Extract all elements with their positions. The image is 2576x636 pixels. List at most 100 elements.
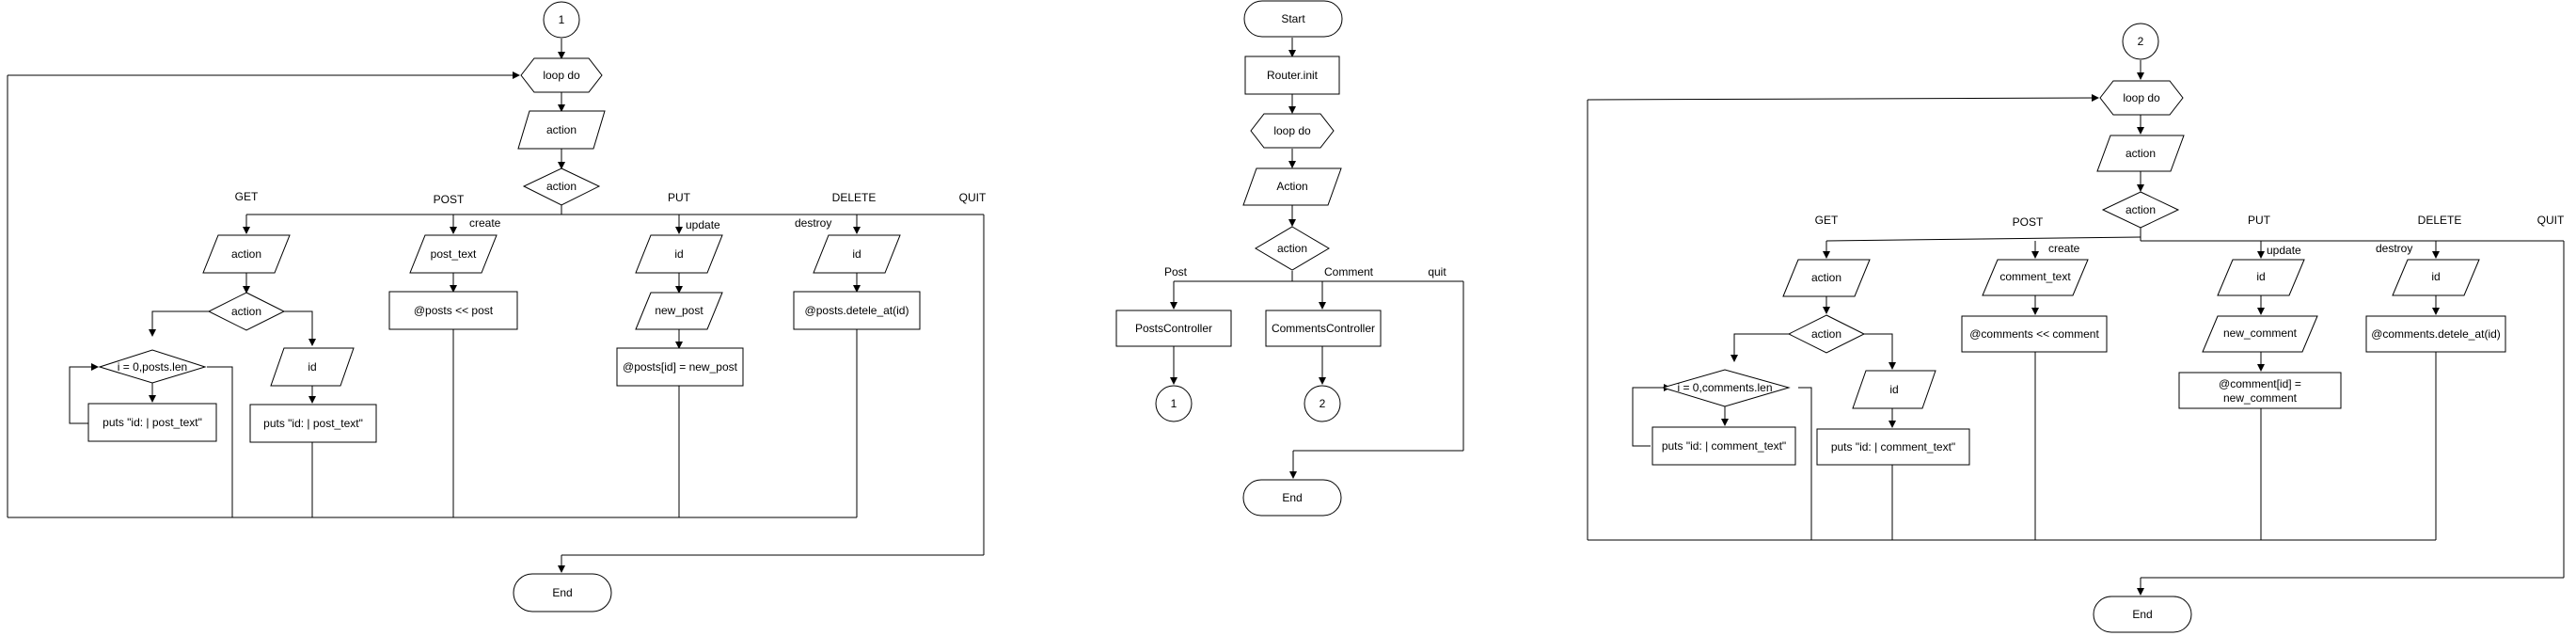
main-start-node: Start (1243, 0, 1343, 38)
main-connector-comments-label: 2 (1320, 397, 1326, 410)
comments-get-id-label: id (1889, 383, 1898, 396)
main-connector-posts-label: 1 (1171, 397, 1177, 410)
comments-loop-node: loop do (2099, 80, 2184, 116)
comments-delete-process-label: @comments.detele_at(id) (2371, 327, 2501, 341)
comments-post-input-node: comment_text (1982, 259, 2089, 296)
comments-label-create: create (2048, 242, 2080, 255)
main-input-label: Action (1276, 180, 1307, 193)
posts-connector-label: 1 (559, 13, 565, 26)
posts-get-id-node: id (270, 347, 355, 387)
comments-puts-all-node: puts "id: | comment_text" (1651, 426, 1796, 466)
comments-put-process-label-line2: new_comment (2223, 391, 2298, 405)
comments-end-label: End (2132, 608, 2152, 621)
comments-decision-label: action (2126, 203, 2156, 216)
comments-post-input-label: comment_text (1999, 270, 2071, 283)
comments-input-label: action (2126, 147, 2156, 160)
posts-loop-label: loop do (543, 69, 580, 82)
posts-post-process-node: @posts << post (388, 291, 518, 330)
posts-decision-label: action (546, 180, 577, 193)
posts-get-input-node: action (202, 234, 291, 274)
posts-get-input-label: action (231, 247, 261, 261)
comments-post-process-label: @comments << comment (1969, 327, 2099, 341)
posts-branch-quit: QUIT (959, 191, 987, 204)
main-label-quit: quit (1428, 265, 1446, 278)
posts-loop-node: loop do (520, 57, 603, 93)
comments-branch-quit: QUIT (2537, 214, 2565, 227)
posts-puts-one-node: puts "id: | post_text" (249, 404, 377, 443)
posts-put-process-node: @posts[id] = new_post (616, 347, 744, 387)
comments-branch-delete: DELETE (2418, 214, 2462, 227)
main-connector-posts: 1 (1155, 385, 1193, 422)
main-loop-node: loop do (1250, 113, 1335, 149)
comments-branch-get: GET (1815, 214, 1839, 227)
main-init-label: Router.init (1267, 69, 1319, 82)
comments-label-destroy: destroy (2376, 242, 2412, 255)
posts-connector: 1 (543, 1, 580, 39)
main-comments-controller-label: CommentsController (1272, 322, 1375, 335)
posts-get-decision-label: action (231, 305, 261, 318)
posts-puts-one-label: puts "id: | post_text" (263, 417, 363, 430)
posts-get-id-label: id (308, 360, 316, 374)
posts-post-input-label: post_text (431, 247, 477, 261)
comments-input-node: action (2096, 135, 2185, 172)
comments-decision-node: action (2101, 191, 2180, 229)
posts-end-label: End (552, 586, 572, 599)
posts-label-destroy: destroy (795, 216, 831, 230)
main-start-label: Start (1281, 12, 1305, 25)
comments-puts-all-label: puts "id: | comment_text" (1662, 439, 1786, 453)
comments-get-decision-label: action (1811, 327, 1841, 341)
comments-put-process-node: @comment[id] = new_comment (2178, 372, 2342, 409)
comments-put-input-label: new_comment (2223, 326, 2298, 340)
comments-loop-label: loop do (2123, 91, 2160, 104)
main-decision-node: action (1255, 226, 1330, 271)
posts-input-label: action (546, 123, 577, 136)
comments-put-input-node: new_comment (2202, 315, 2318, 353)
main-init-node: Router.init (1244, 56, 1340, 95)
posts-put-input-node: new_post (635, 292, 723, 330)
posts-put-process-label: @posts[id] = new_post (623, 360, 738, 374)
main-connector-comments: 2 (1304, 385, 1341, 422)
main-end-label: End (1282, 491, 1302, 504)
main-decision-label: action (1277, 242, 1307, 255)
main-edges (1170, 38, 1464, 479)
posts-put-input-label: new_post (655, 304, 703, 317)
comments-branch-put: PUT (2248, 214, 2271, 227)
posts-put-id-node: id (635, 234, 723, 274)
comments-post-process-node: @comments << comment (1961, 315, 2108, 353)
posts-branch-post: POST (434, 193, 465, 206)
comments-delete-id-node: id (2392, 259, 2480, 296)
comments-puts-one-node: puts "id: | comment_text" (1816, 428, 1970, 466)
posts-get-decision-node: action (207, 292, 286, 331)
comments-put-process-label-line1: @comment[id] = (2219, 377, 2301, 390)
posts-input-node: action (517, 110, 606, 150)
comments-end-node: End (2093, 596, 2192, 633)
posts-edges (7, 39, 985, 573)
posts-branch-delete: DELETE (832, 191, 877, 204)
comments-delete-process-node: @comments.detele_at(id) (2365, 315, 2506, 353)
main-label-post: Post (1164, 265, 1188, 278)
comments-connector-label: 2 (2138, 35, 2144, 48)
comments-delete-id-label: id (2431, 270, 2440, 283)
comments-for-node: i = 0,comments.len (1661, 369, 1791, 407)
posts-puts-all-node: puts "id: | post_text" (87, 403, 217, 442)
posts-post-process-label: @posts << post (414, 304, 494, 317)
comments-get-decision-node: action (1787, 314, 1866, 354)
posts-delete-id-label: id (852, 247, 861, 261)
posts-branch-get: GET (235, 190, 259, 203)
main-flow: Start Router.init loop do Action action … (1115, 0, 1464, 517)
comments-flow: 2 loop do action action GET POST PUT DEL… (1587, 23, 2565, 633)
posts-end-node: End (513, 573, 612, 612)
posts-for-label: i = 0,posts.len (118, 360, 187, 374)
posts-for-node: i = 0,posts.len (98, 349, 207, 384)
posts-post-input-node: post_text (409, 234, 498, 274)
posts-decision-node: action (522, 167, 601, 206)
posts-put-id-label: id (674, 247, 683, 261)
comments-put-id-node: id (2217, 259, 2305, 296)
main-loop-label: loop do (1273, 124, 1311, 137)
posts-puts-all-label: puts "id: | post_text" (103, 416, 202, 429)
comments-get-input-node: action (1782, 259, 1871, 297)
comments-edges (1587, 60, 2565, 596)
comments-get-id-node: id (1852, 370, 1936, 409)
comments-for-label: i = 0,comments.len (1677, 381, 1772, 394)
